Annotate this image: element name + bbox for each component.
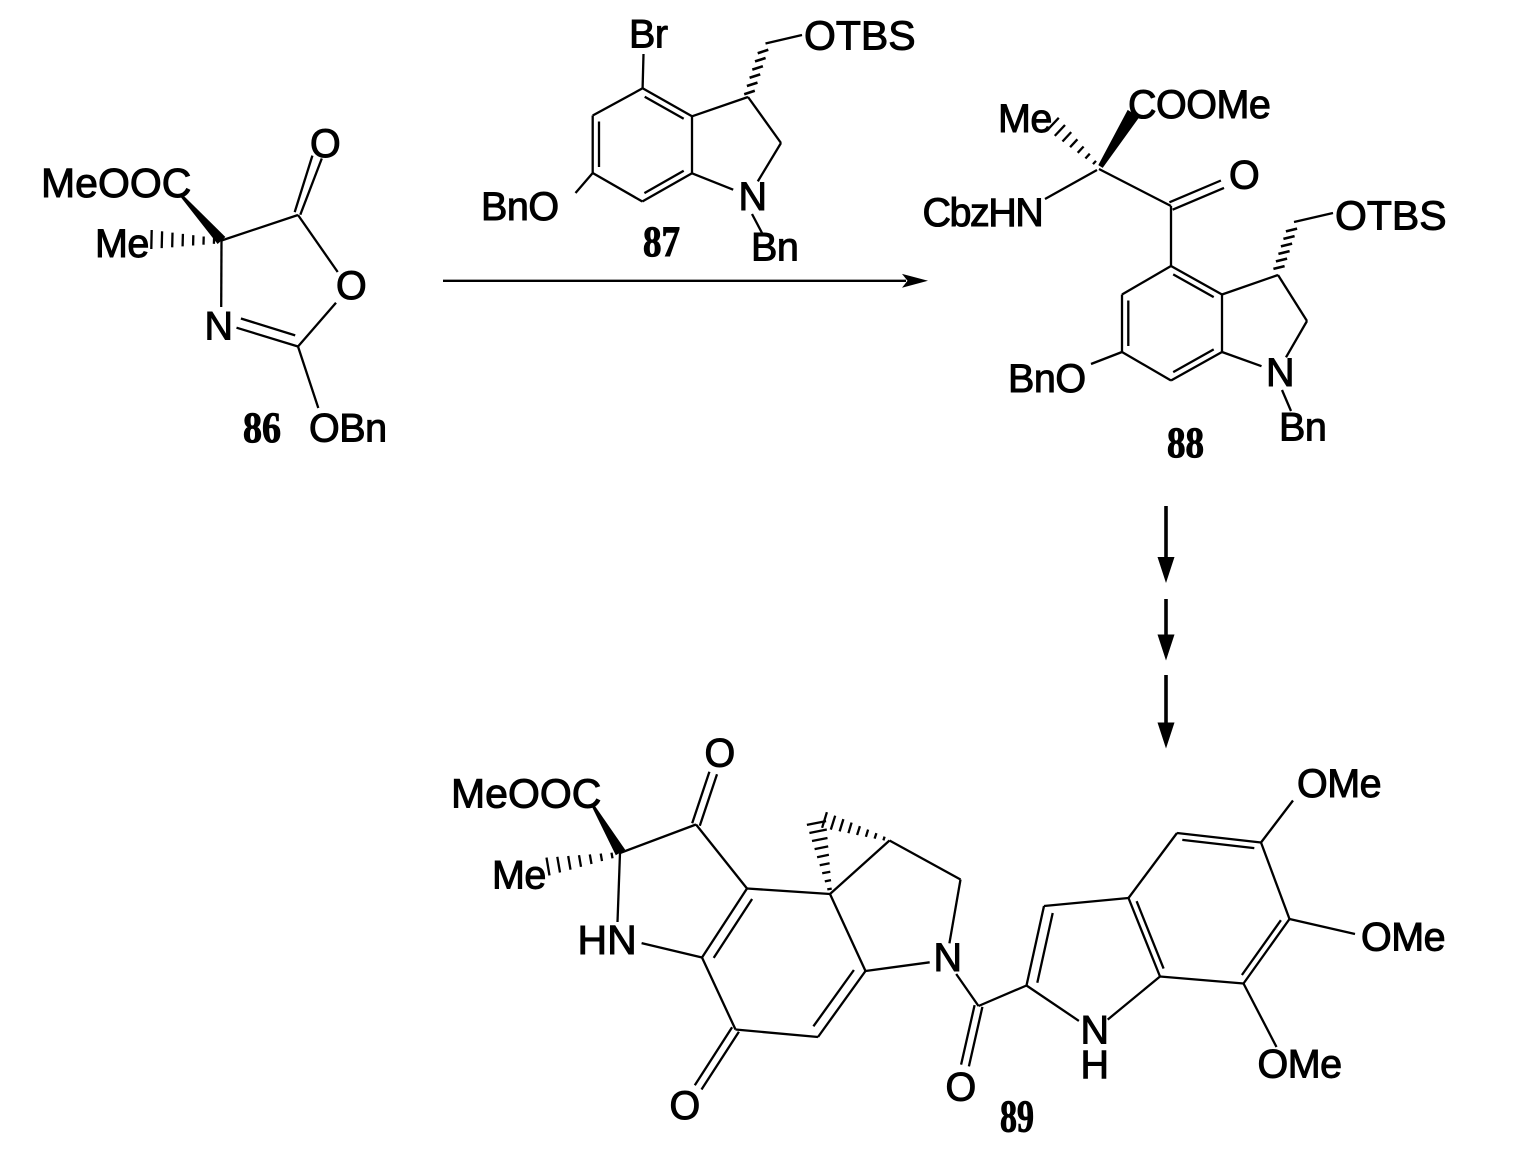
svg-text:COOMe: COOMe [1128,83,1270,127]
svg-text:H: H [1081,1043,1110,1087]
svg-text:Me: Me [492,854,546,898]
svg-text:O: O [705,732,736,776]
svg-text:MeOOC: MeOOC [451,771,601,817]
svg-text:OMe: OMe [1258,1043,1342,1087]
svg-text:86: 86 [243,405,281,452]
svg-text:N: N [205,305,234,349]
svg-text:O: O [946,1066,977,1110]
svg-text:O: O [310,122,341,166]
svg-text:O: O [1229,154,1260,198]
svg-text:HN: HN [578,917,637,963]
svg-text:Br: Br [629,13,668,57]
svg-text:Me: Me [998,97,1052,141]
svg-text:OBn: OBn [309,407,387,451]
svg-text:CbzHN: CbzHN [923,191,1043,235]
svg-text:N: N [1266,351,1295,395]
svg-text:N: N [739,175,768,219]
svg-text:89: 89 [1000,1092,1034,1142]
svg-text:88: 88 [1167,420,1204,467]
svg-text:MeOOC: MeOOC [41,160,191,206]
svg-text:BnO: BnO [1008,357,1086,401]
svg-text:Bn: Bn [751,226,798,270]
svg-text:OTBS: OTBS [1335,193,1447,239]
svg-text:87: 87 [643,219,680,266]
svg-text:OMe: OMe [1361,916,1445,960]
svg-text:O: O [670,1084,701,1128]
svg-text:Me: Me [95,222,149,266]
svg-text:N: N [934,936,963,980]
svg-text:OMe: OMe [1297,762,1381,806]
svg-text:Bn: Bn [1279,406,1326,450]
svg-text:O: O [336,264,367,308]
svg-text:BnO: BnO [481,185,559,229]
svg-text:OTBS: OTBS [804,13,916,59]
